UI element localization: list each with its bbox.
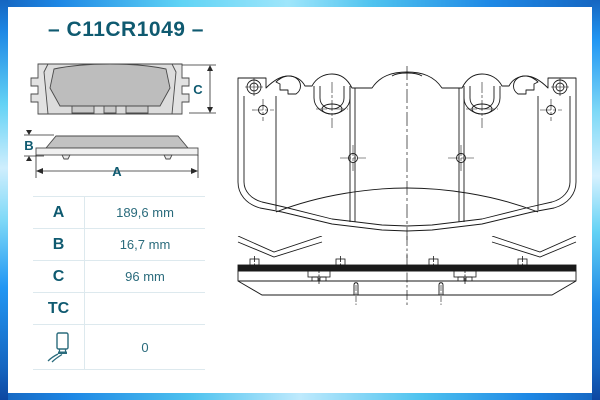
spec-value-sensor: 0 (141, 339, 149, 355)
table-row: TC (33, 293, 205, 325)
dimension-label-b: B (24, 138, 33, 153)
spec-key-tc: TC (33, 293, 85, 324)
table-row: B 16,7 mm (33, 229, 205, 261)
dimension-b-leader (24, 130, 54, 161)
spec-key-a: A (33, 197, 85, 228)
spec-value-c: 96 mm (125, 269, 165, 284)
brake-pad-technical-side-view (232, 255, 582, 315)
page-title: – C11CR1049 – (48, 18, 204, 41)
spec-key-b: B (33, 229, 85, 260)
spec-key-c: C (33, 261, 85, 292)
table-row: A 189,6 mm (33, 196, 205, 229)
wear-sensor-icon (47, 332, 69, 363)
dimension-a-leader (35, 155, 199, 178)
frame-border-bottom (0, 393, 600, 400)
left-thumbnail-drawings: C B (20, 58, 220, 183)
dimension-c-leader (182, 64, 216, 114)
brake-pad-technical-front-view (232, 62, 582, 252)
table-row: C 96 mm (33, 261, 205, 293)
wear-sensor-icon-cell (33, 325, 85, 369)
pad-side-shape (35, 135, 199, 160)
specification-table: A 189,6 mm B 16,7 mm C 96 mm TC (33, 196, 205, 370)
spec-value-a: 189,6 mm (116, 205, 174, 220)
frame-border-right (592, 0, 600, 400)
front-view-lower-tails (232, 235, 582, 262)
dimension-label-c: C (193, 82, 203, 97)
table-row: 0 (33, 325, 205, 370)
spec-value-b: 16,7 mm (119, 237, 171, 252)
pad-front-shape (30, 63, 190, 115)
dimension-label-a: A (112, 164, 122, 179)
